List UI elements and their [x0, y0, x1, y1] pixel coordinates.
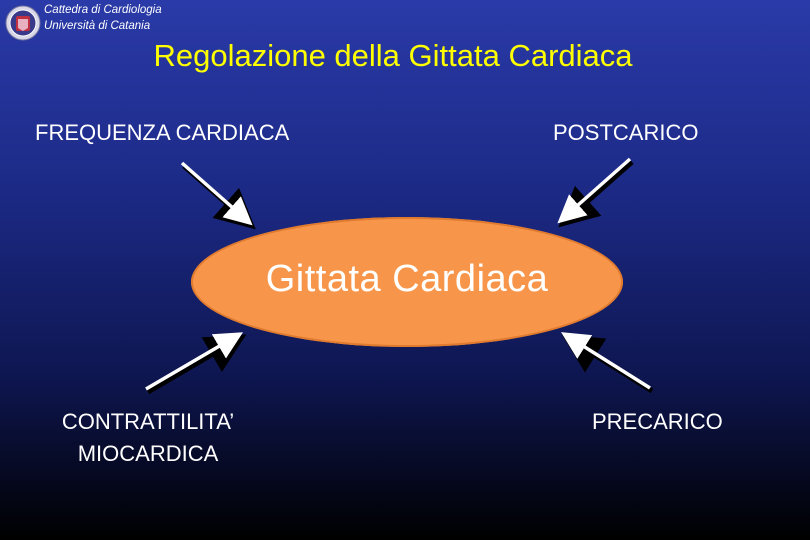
institution-label: Cattedra di Cardiologia Università di Ca… — [44, 2, 162, 34]
institution-line-1: Cattedra di Cardiologia — [44, 4, 162, 16]
label-contrattilita-line-2: MIOCARDICA — [77, 441, 219, 466]
slide-title: Regolazione della Gittata Cardiaca — [153, 38, 633, 73]
label-precarico: PRECARICO — [592, 409, 723, 434]
center-ellipse — [191, 217, 623, 347]
label-contrattilita-line-1: CONTRATTILITA’ — [61, 409, 235, 434]
university-seal-logo — [5, 5, 41, 41]
label-frequenza-cardiaca: FREQUENZA CARDIACA — [35, 120, 290, 145]
arrow-contrattilita — [146, 334, 247, 395]
label-contrattilita: CONTRATTILITA’ MIOCARDICA — [30, 406, 266, 470]
center-label: Gittata Cardiaca — [265, 258, 549, 300]
label-postcarico: POSTCARICO — [553, 120, 699, 145]
institution-line-2: Università di Catania — [44, 20, 151, 32]
arrow-postcarico — [558, 160, 634, 228]
